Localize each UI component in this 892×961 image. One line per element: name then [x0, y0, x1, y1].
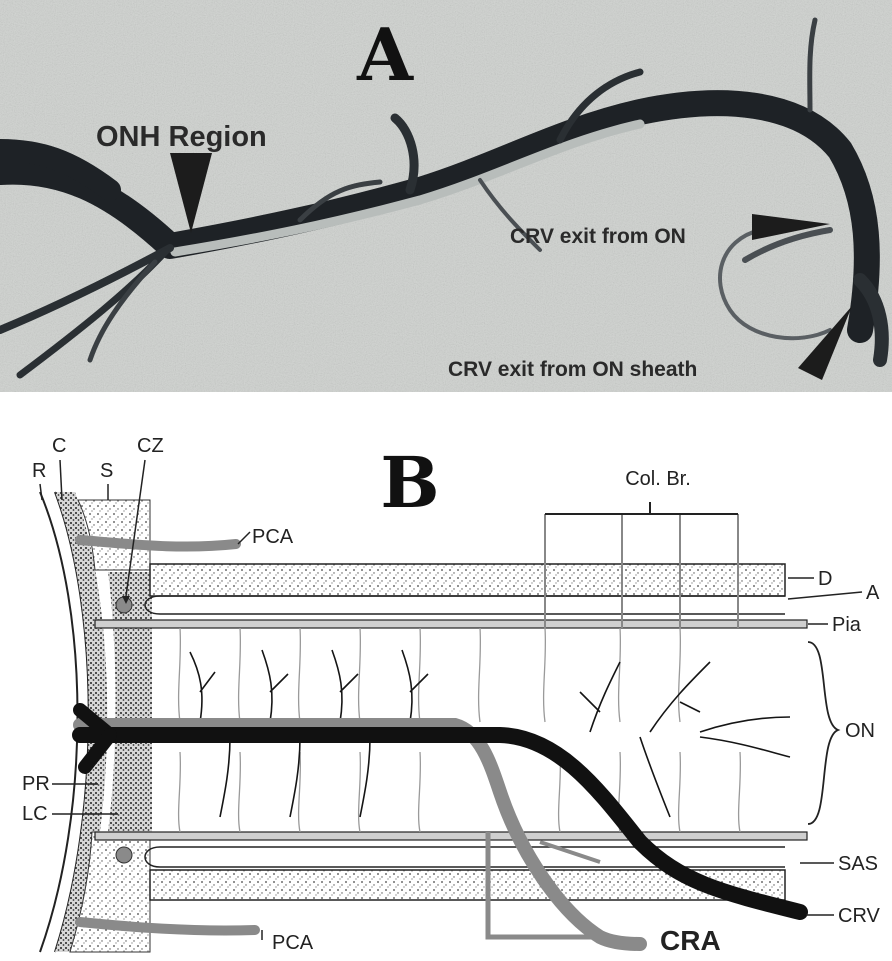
panel-a-photograph: A ONH Region CRV exit from ON CRV exit f…	[0, 0, 892, 392]
pca-artery-top	[80, 540, 236, 547]
label-crv: CRV	[838, 905, 881, 927]
label-d: D	[818, 568, 832, 590]
label-pr: PR	[22, 773, 50, 795]
pia-lower	[95, 832, 807, 840]
cz-node-bottom	[116, 847, 132, 863]
label-s: S	[100, 460, 113, 482]
label-r: R	[32, 460, 46, 482]
label-cra: CRA	[660, 925, 721, 956]
label-onh-region: ONH Region	[96, 121, 267, 153]
label-on: ON	[845, 720, 875, 742]
label-lc: LC	[22, 803, 48, 825]
dura-upper	[150, 564, 785, 596]
label-pia: Pia	[832, 614, 862, 636]
panel-b-letter: B	[380, 441, 439, 524]
panel-b-schematic: B Col. Br. R C S CZ PCA PR LC PCA D A Pi…	[0, 392, 892, 961]
label-crv-exit-on: CRV exit from ON	[510, 225, 686, 248]
label-sas: SAS	[838, 853, 878, 875]
panel-b-svg: B Col. Br. R C S CZ PCA PR LC PCA D A Pi…	[0, 392, 892, 961]
panel-a-letter: A	[356, 12, 414, 97]
panel-a-svg: A ONH Region CRV exit from ON CRV exit f…	[0, 0, 892, 392]
label-c: C	[52, 435, 66, 457]
label-cz: CZ	[137, 435, 164, 457]
label-col-br: Col. Br.	[625, 468, 691, 490]
label-pca-top: PCA	[252, 526, 294, 548]
label-crv-exit-sheath: CRV exit from ON sheath	[448, 358, 697, 381]
label-a: A	[866, 582, 880, 604]
pia-upper	[95, 620, 807, 628]
label-pca-bottom: PCA	[272, 932, 314, 954]
